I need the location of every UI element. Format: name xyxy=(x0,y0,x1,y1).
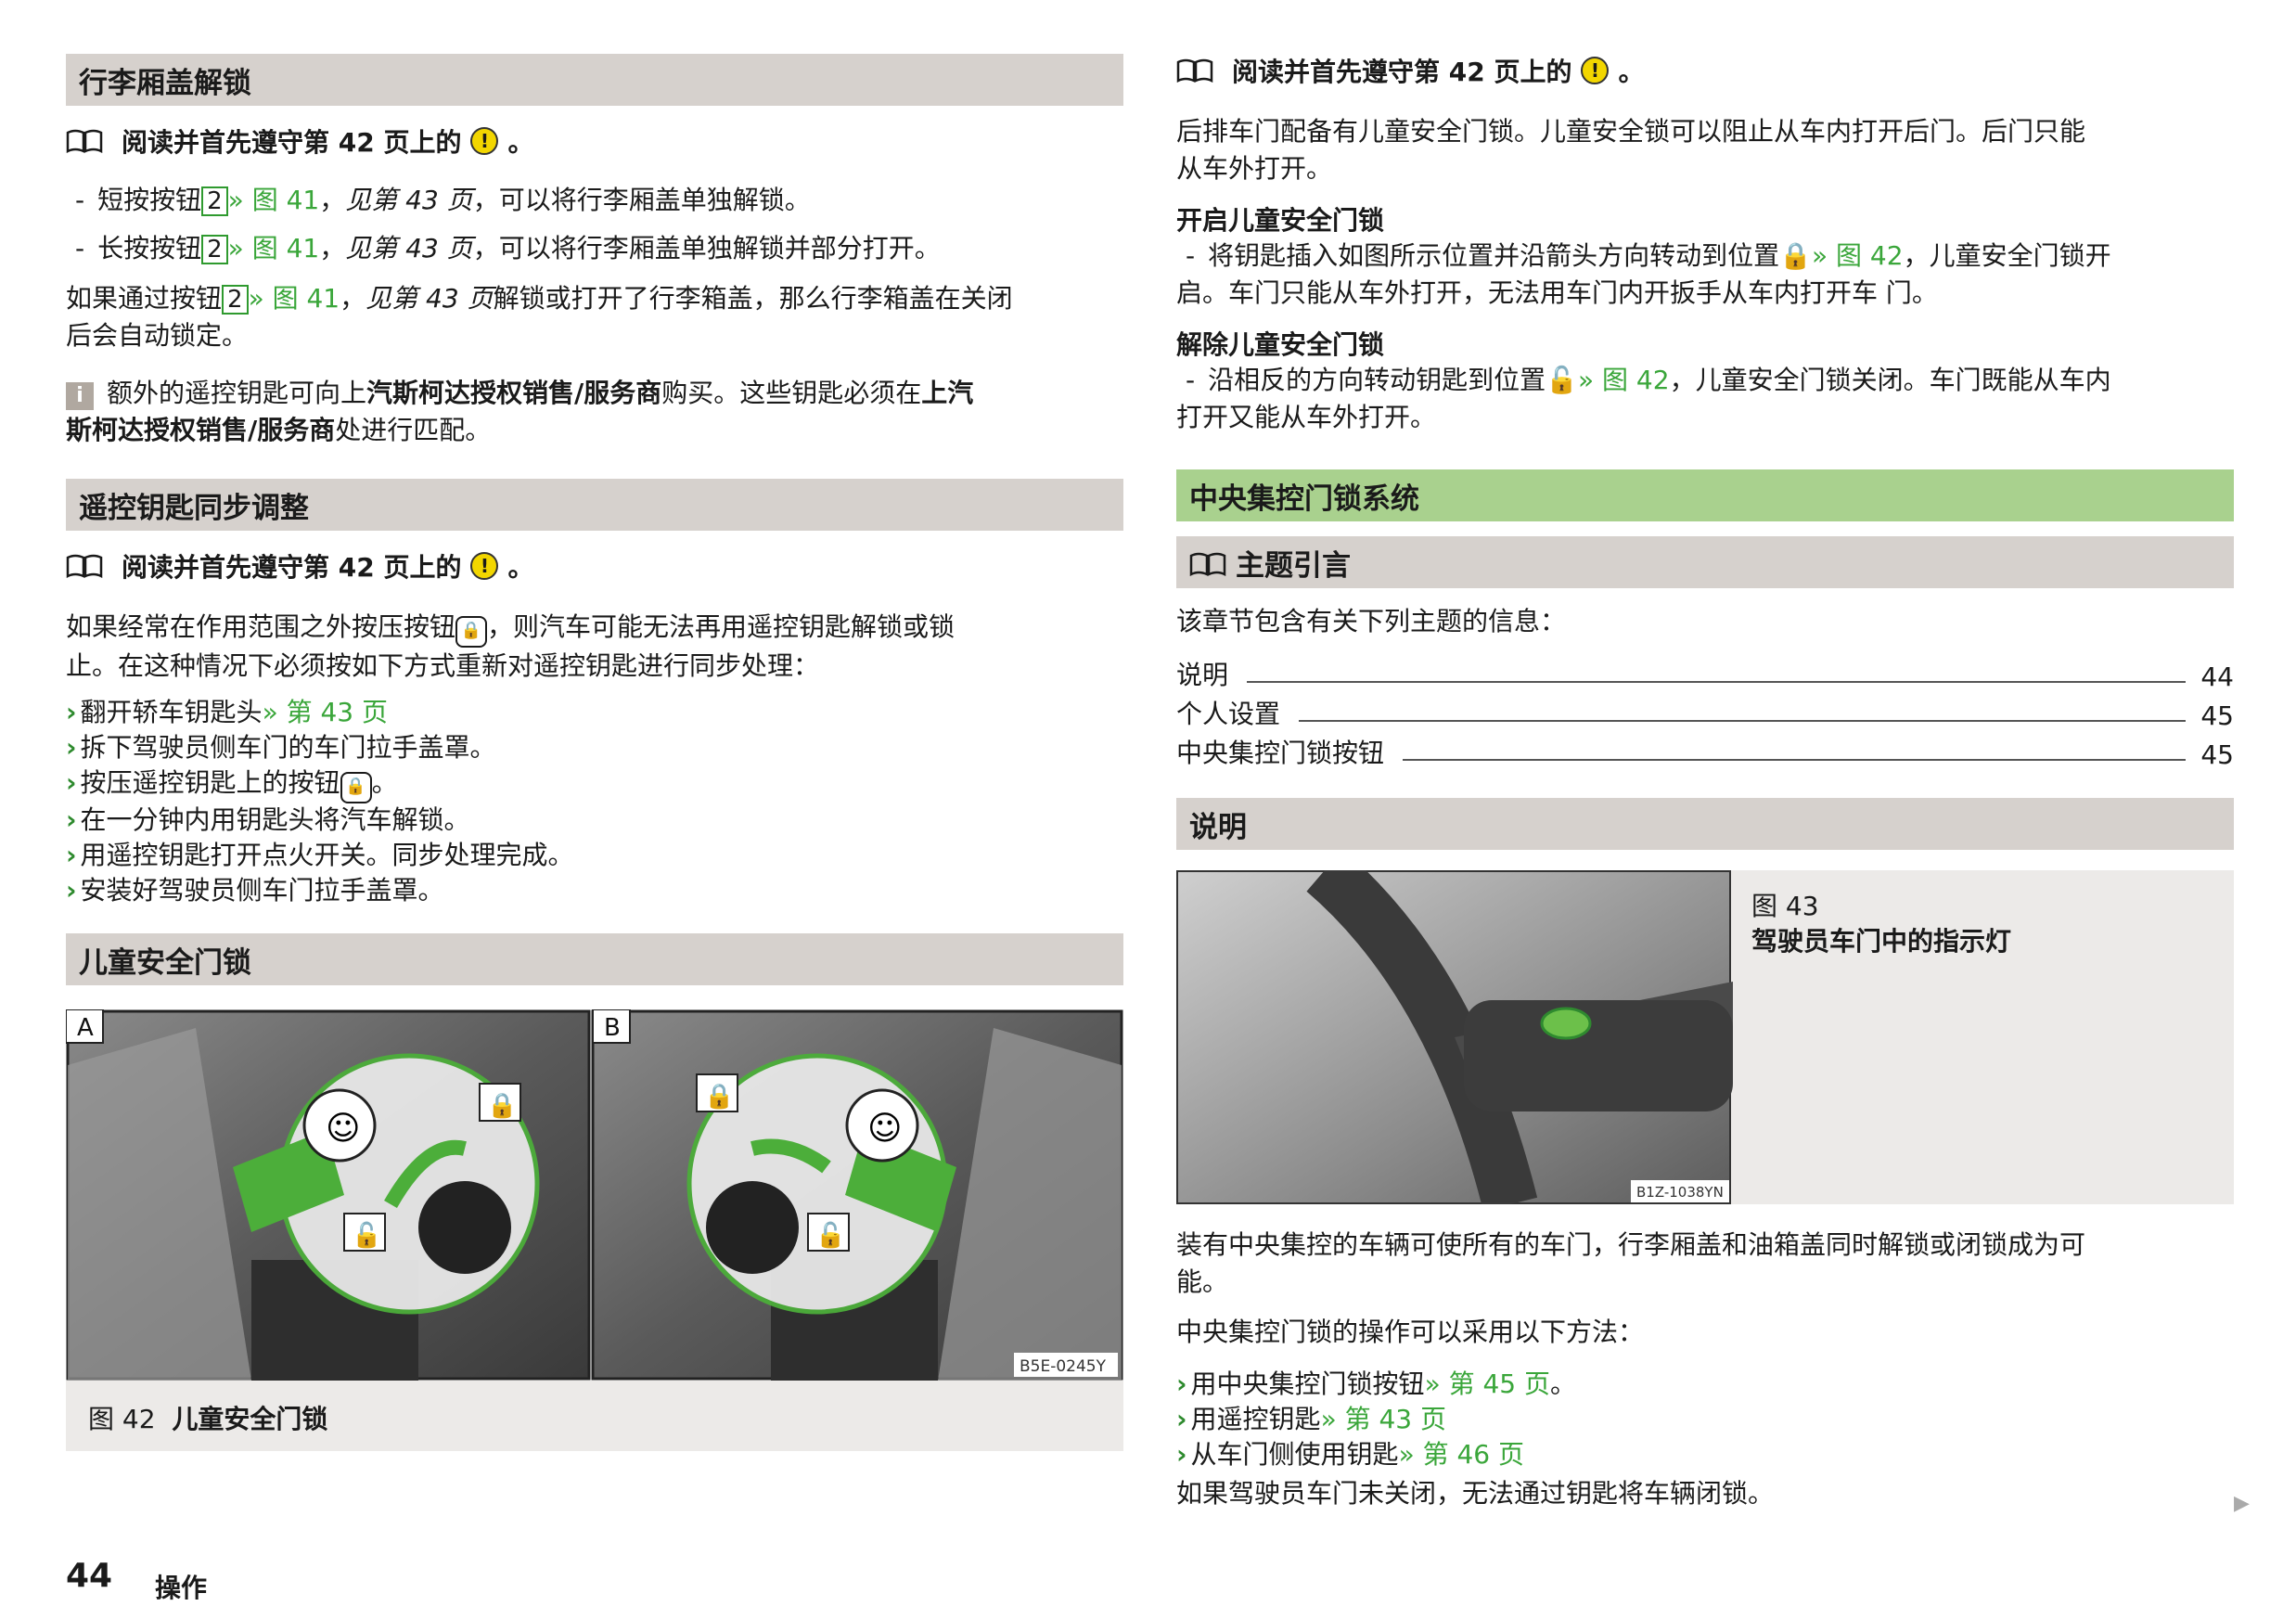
info-icon: i xyxy=(66,382,94,410)
link-fig42[interactable]: » 图 42 xyxy=(1812,240,1904,271)
chevron-right-icon: › xyxy=(1176,1439,1187,1470)
footer-section-title: 操作 xyxy=(155,1573,208,1603)
arrow-green-A xyxy=(384,1139,467,1208)
link-page43[interactable]: » 第 43 页 xyxy=(1320,1404,1447,1434)
section-header-description: 说明 xyxy=(1176,798,2234,850)
child-icon xyxy=(302,1088,377,1163)
methods-list: ›用中央集控门锁按钮» 第 45 页。 ›用遥控钥匙» 第 43 页 ›从车门侧… xyxy=(1176,1366,2234,1473)
chevron-right-icon: › xyxy=(1176,1368,1187,1399)
chevron-right-icon: › xyxy=(66,767,77,798)
figure-caption: 图 42 儿童安全门锁 xyxy=(88,1404,328,1434)
link-fig41[interactable]: » 图 41 xyxy=(227,233,320,263)
padlock-closed-icon xyxy=(696,1073,738,1112)
release-child-lock-text: -沿相反的方向转动钥匙到位置🔓» 图 42，儿童安全门锁关闭。车门既能从车内打开… xyxy=(1176,365,2111,432)
svg-text:☺: ☺ xyxy=(867,1110,903,1148)
section-header-remote-sync: 遥控钥匙同步调整 xyxy=(66,479,1123,531)
list-item: ›按压遥控钥匙上的按钮🔒。 xyxy=(66,765,1123,803)
padlock-open-icon xyxy=(343,1213,386,1252)
book-icon xyxy=(66,129,103,154)
section-header-trunk-unlock: 行李厢盖解锁 xyxy=(66,54,1123,106)
list-item: ›从车门侧使用钥匙» 第 46 页 xyxy=(1176,1439,1525,1470)
central-locking-methods-intro: 中央集控门锁的操作可以采用以下方法： xyxy=(1176,1317,1645,1347)
figure-42: A B ☺ 🔒 🔓 ☺ 🔒 🔓 B5E-02 xyxy=(66,1009,1123,1451)
list-item: ›安装好驾驶员侧车门拉手盖罩。 xyxy=(66,875,444,906)
padlock-closed-icon: 🔒 xyxy=(1779,240,1812,271)
label-B: B xyxy=(604,1014,621,1042)
book-icon xyxy=(66,554,103,579)
chevron-right-icon: › xyxy=(66,732,77,763)
read-notice: 阅读并首先遵守第 42 页上的 !。 xyxy=(1176,52,1644,89)
list-item: ›用遥控钥匙» 第 43 页 xyxy=(1176,1404,1447,1434)
chevron-right-icon: › xyxy=(66,840,77,870)
link-fig41[interactable]: » 图 41 xyxy=(248,283,340,314)
key-2-icon: 2 xyxy=(201,235,228,264)
padlock-open-icon xyxy=(807,1213,850,1252)
lock-button-icon: 🔒 xyxy=(455,616,488,648)
open-child-lock-text: -将钥匙插入如图所示位置并沿箭头方向转动到位置🔒» 图 42，儿童安全门锁开启。… xyxy=(1176,240,2111,308)
figure-43: B1Z-1038YN 图 43 驾驶员车门中的指示灯 xyxy=(1176,870,2234,1204)
chevron-right-icon: › xyxy=(1176,1404,1187,1434)
figure-code: B5E-0245Y xyxy=(1020,1357,1107,1376)
svg-text:🔒: 🔒 xyxy=(487,1092,517,1120)
warning-icon[interactable]: ! xyxy=(470,127,499,155)
svg-text:☺: ☺ xyxy=(326,1110,361,1148)
link-page45[interactable]: » 第 45 页 xyxy=(1424,1368,1551,1399)
list-item: ›用遥控钥匙打开点火开关。同步处理完成。 xyxy=(66,840,574,870)
child-lock-illustration: A B ☺ 🔒 🔓 ☺ 🔒 🔓 B5E-02 xyxy=(66,1009,1123,1381)
list-item: ›用中央集控门锁按钮» 第 45 页。 xyxy=(1176,1368,1577,1399)
label-A: A xyxy=(77,1014,94,1042)
book-icon xyxy=(1176,58,1213,84)
next-page-arrow-icon[interactable]: ▶ xyxy=(2234,1492,2250,1515)
padlock-open-icon: 🔓 xyxy=(1546,365,1578,395)
arrow-green-B xyxy=(750,1138,831,1174)
read-notice: 阅读并首先遵守第 42 页上的 !。 xyxy=(66,122,533,160)
figure-code: B1Z-1038YN xyxy=(1636,1184,1724,1201)
list-item: ›拆下驾驶员侧车门的车门拉手盖罩。 xyxy=(66,732,496,763)
subheading-open-child-lock: 开启儿童安全门锁 xyxy=(1176,205,1385,236)
link-fig42[interactable]: » 图 42 xyxy=(1578,365,1670,395)
central-locking-desc: 装有中央集控的车辆可使所有的车门，行李厢盖和油箱盖同时解锁或闭锁成为可能。 xyxy=(1176,1229,2086,1297)
closing-note: 如果驾驶员车门未关闭，无法通过钥匙将车辆闭锁。 xyxy=(1176,1478,1775,1509)
topic-intro-text: 该章节包含有关下列主题的信息： xyxy=(1176,606,1567,636)
door-indicator-illustration: B1Z-1038YN xyxy=(1176,870,1733,1204)
svg-text:🔓: 🔓 xyxy=(352,1221,381,1250)
sync-paragraph: 如果经常在作用范围之外按压按钮🔒，则汽车可能无法再用遥控钥匙解锁或锁止。在这种情… xyxy=(66,611,956,681)
chevron-right-icon: › xyxy=(66,697,77,727)
sync-steps: ›翻开轿车钥匙头» 第 43 页 ›拆下驾驶员侧车门的车门拉手盖罩。 ›按压遥控… xyxy=(66,694,1123,909)
svg-text:🔒: 🔒 xyxy=(704,1083,734,1111)
read-notice: 阅读并首先遵守第 42 页上的 !。 xyxy=(66,547,533,585)
chevron-right-icon: › xyxy=(66,804,77,835)
section-header-child-lock: 儿童安全门锁 xyxy=(66,933,1123,985)
section-header-central-locking: 中央集控门锁系统 xyxy=(1176,469,2234,521)
warning-icon[interactable]: ! xyxy=(470,552,499,580)
link-fig41[interactable]: » 图 41 xyxy=(227,185,320,215)
child-icon xyxy=(845,1088,919,1163)
key-2-icon: 2 xyxy=(201,186,228,216)
section-header-topic-intro: 主题引言 xyxy=(1176,536,2234,588)
svg-text:🔓: 🔓 xyxy=(815,1221,845,1250)
padlock-closed-icon xyxy=(479,1083,521,1122)
child-lock-intro: 后排车门配备有儿童安全门锁。儿童安全锁可以阻止从车内打开后门。后门只能从车外打开… xyxy=(1176,116,2086,184)
key-green-A xyxy=(233,1130,344,1232)
chevron-right-icon: › xyxy=(66,875,77,906)
list-item: ›翻开轿车钥匙头» 第 43 页 xyxy=(66,697,389,727)
link-page46[interactable]: » 第 46 页 xyxy=(1398,1439,1525,1470)
book-icon xyxy=(1189,550,1226,577)
link-page43[interactable]: » 第 43 页 xyxy=(262,697,389,727)
indicator-light-icon xyxy=(1540,1007,1592,1040)
page-number: 44 xyxy=(66,1557,113,1595)
subheading-release-child-lock: 解除儿童安全门锁 xyxy=(1176,329,1385,360)
warning-icon[interactable]: ! xyxy=(1581,57,1610,84)
key-2-icon: 2 xyxy=(222,285,249,315)
figure-43-caption: 图 43 驾驶员车门中的指示灯 xyxy=(1751,891,2012,957)
list-item: ›在一分钟内用钥匙头将汽车解锁。 xyxy=(66,804,470,835)
lock-button-icon: 🔒 xyxy=(340,772,372,803)
